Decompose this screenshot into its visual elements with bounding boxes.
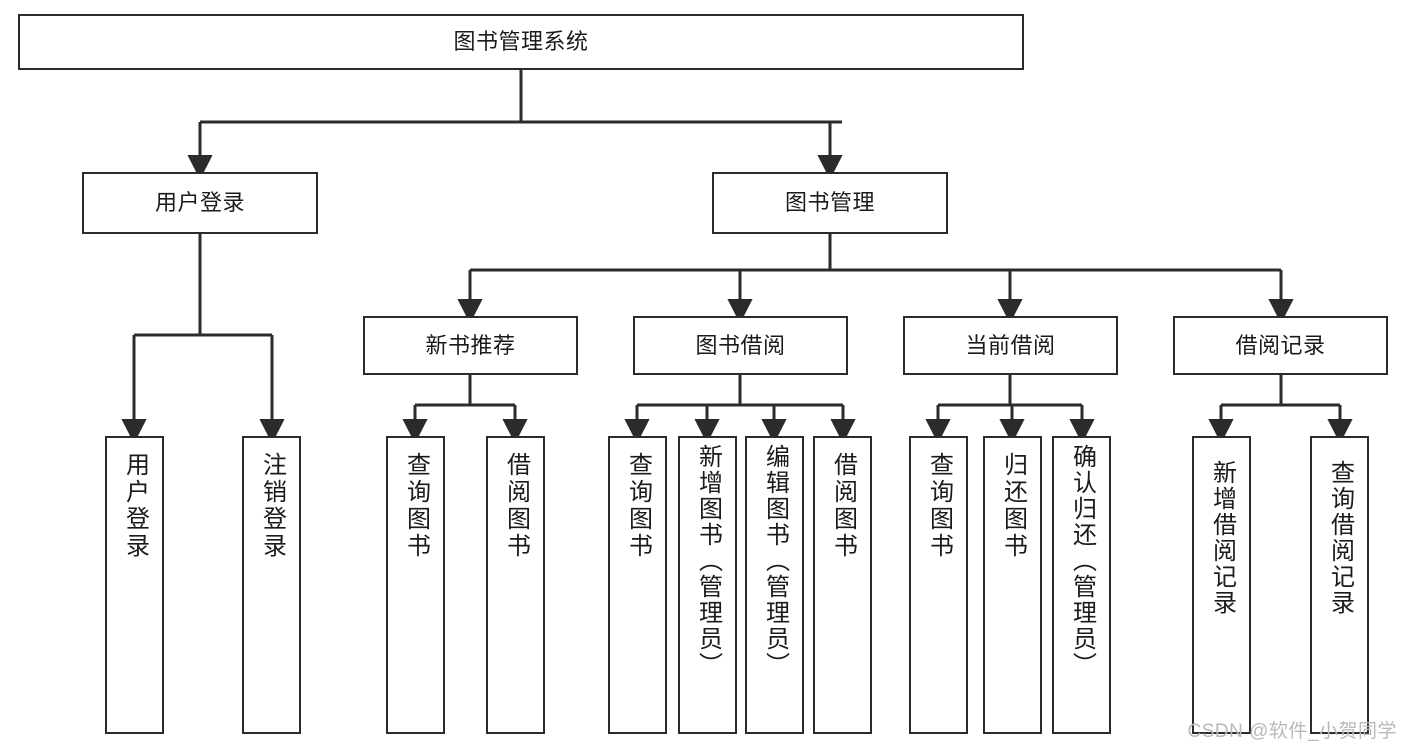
node-user-login[interactable]: 用户登录	[82, 172, 318, 234]
node-leaf-add-record-label: 新增借阅记录	[1208, 460, 1236, 616]
csdn-watermark: CSDN @软件_小贺同学	[1187, 721, 1397, 742]
node-leaf-logout-login[interactable]: 注销登录	[242, 436, 301, 734]
node-current-borrow-label: 当前借阅	[965, 332, 1056, 358]
node-book-borrow[interactable]: 图书借阅	[633, 316, 848, 375]
node-leaf-add-book[interactable]: 新增图书（管理员）	[678, 436, 737, 734]
node-leaf-query-book-1[interactable]: 查询图书	[386, 436, 445, 734]
node-leaf-borrow-book-1[interactable]: 借阅图书	[486, 436, 545, 734]
node-leaf-logout-login-label: 注销登录	[258, 452, 286, 560]
node-book-borrow-label: 图书借阅	[695, 332, 786, 358]
node-root-label: 图书管理系统	[453, 29, 589, 55]
node-leaf-query-book-3[interactable]: 查询图书	[909, 436, 968, 734]
node-leaf-return-book[interactable]: 归还图书	[983, 436, 1042, 734]
node-leaf-user-login-label: 用户登录	[121, 452, 149, 560]
node-leaf-query-record[interactable]: 查询借阅记录	[1310, 436, 1369, 734]
node-leaf-query-book-3-label: 查询图书	[925, 452, 953, 560]
node-leaf-add-record[interactable]: 新增借阅记录	[1192, 436, 1251, 734]
node-root[interactable]: 图书管理系统	[18, 14, 1024, 70]
node-leaf-confirm-return-label: 确认归还（管理员）	[1068, 444, 1096, 678]
node-leaf-query-book-2[interactable]: 查询图书	[608, 436, 667, 734]
node-borrow-record[interactable]: 借阅记录	[1173, 316, 1388, 375]
node-borrow-record-label: 借阅记录	[1235, 332, 1326, 358]
node-leaf-query-book-1-label: 查询图书	[402, 452, 430, 560]
node-leaf-borrow-book-1-label: 借阅图书	[502, 452, 530, 560]
node-leaf-edit-book-label: 编辑图书（管理员）	[761, 444, 789, 678]
node-book-manage-label: 图书管理	[784, 190, 875, 216]
node-leaf-query-record-label: 查询借阅记录	[1326, 460, 1354, 616]
node-leaf-query-book-2-label: 查询图书	[624, 452, 652, 560]
node-leaf-borrow-book-2-label: 借阅图书	[829, 452, 857, 560]
node-leaf-add-book-label: 新增图书（管理员）	[694, 444, 722, 678]
node-leaf-borrow-book-2[interactable]: 借阅图书	[813, 436, 872, 734]
node-leaf-edit-book[interactable]: 编辑图书（管理员）	[745, 436, 804, 734]
node-leaf-return-book-label: 归还图书	[999, 452, 1027, 560]
node-leaf-confirm-return[interactable]: 确认归还（管理员）	[1052, 436, 1111, 734]
node-user-login-label: 用户登录	[154, 190, 245, 216]
node-new-book-recommend-label: 新书推荐	[425, 332, 516, 358]
node-new-book-recommend[interactable]: 新书推荐	[363, 316, 578, 375]
node-book-manage[interactable]: 图书管理	[712, 172, 948, 234]
node-leaf-user-login[interactable]: 用户登录	[105, 436, 164, 734]
node-current-borrow[interactable]: 当前借阅	[903, 316, 1118, 375]
